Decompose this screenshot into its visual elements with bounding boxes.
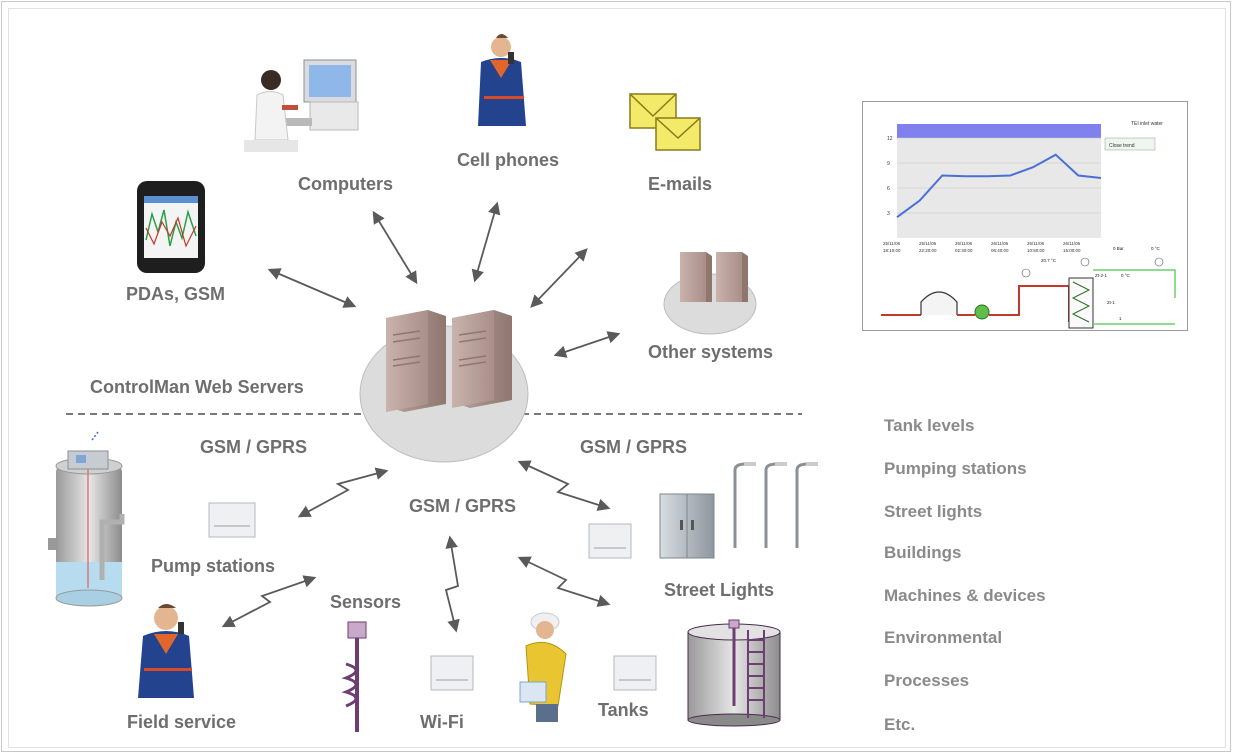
trend-x-tick-time: 18:10:00	[883, 248, 901, 253]
pump-station-box-icon	[208, 502, 256, 538]
schematic-label: Zt-2-1	[1095, 273, 1107, 278]
trend-title: TEI inlet water	[1131, 121, 1163, 127]
trend-y-tick-label: 3	[887, 211, 890, 217]
application-item: Street lights	[884, 502, 983, 521]
application-item: Etc.	[884, 715, 916, 734]
arrow-pdas	[267, 268, 357, 308]
arrow-other-systems	[553, 331, 621, 358]
application-item: Machines & devices	[884, 586, 1046, 605]
application-item: Processes	[884, 671, 970, 690]
trend-x-tick-date: 26/11/06	[1063, 241, 1081, 246]
trend-window: 12 9 6 3 25/11/06 18:10:00 25/11/06 22:20:00 26…	[862, 101, 1188, 331]
label-computers: Computers	[298, 174, 394, 194]
label-field-service: Field service	[127, 712, 237, 732]
schematic-label: 0 °C	[1121, 273, 1131, 278]
trend-chart: 12 9 6 3 25/11/06 18:10:00 25/11/06 22:20:00 26…	[881, 121, 1176, 329]
schematic-label: 2t-1	[1107, 300, 1115, 305]
label-pump-stations: Pump stations	[151, 556, 276, 576]
label-gsm-left: GSM / GPRS	[200, 437, 308, 457]
arrow-cell-phones	[471, 201, 501, 283]
close-trend-label[interactable]: Close trend	[1109, 143, 1135, 149]
close-trend-button[interactable]	[1104, 137, 1156, 151]
process-schematic: 0 Bar 0 °C 0 °C 20.7 °C Zt-2-1 2t-1 1	[881, 246, 1176, 329]
trend-x-tick-time: 22:20:00	[919, 248, 937, 253]
application-item: Buildings	[884, 543, 962, 562]
trend-x-tick-time: 02:30:00	[955, 248, 973, 253]
arrow-field-service	[221, 575, 317, 628]
arrow-street-lights	[517, 460, 611, 511]
trend-y-tick-label: 9	[887, 161, 890, 167]
arrow-computers	[372, 210, 418, 285]
street-light-poles-icon	[733, 462, 818, 548]
trend-x-tick-time: 10:50:00	[1027, 248, 1045, 253]
trend-x-tick-date: 25/11/06	[919, 241, 937, 246]
trend-x-ticks: 25/11/06 18:10:00 25/11/06 22:20:00 26/11/06…	[883, 241, 1081, 253]
arrow-pump-stations	[297, 467, 389, 518]
computer-user-icon	[244, 59, 359, 152]
trend-x-tick-date: 26/11/06	[1027, 241, 1045, 246]
pda-icon	[137, 181, 205, 273]
trend-y-ticks: 12 9 6 3	[887, 136, 893, 217]
trend-x-tick-date: 26/11/06	[991, 241, 1009, 246]
schematic-label: 0 °C	[1151, 246, 1161, 251]
email-icon	[629, 93, 701, 151]
server-icon	[386, 310, 512, 412]
inner-frame	[8, 8, 1226, 748]
label-cell-phones: Cell phones	[457, 150, 560, 170]
label-web-servers: ControlMan Web Servers	[90, 377, 304, 397]
schematic-label: 0 Bar	[1113, 246, 1124, 251]
label-pdas: PDAs, GSM	[126, 284, 226, 304]
sensor-probe-icon	[341, 621, 367, 732]
meter-reader-worker-icon	[519, 612, 567, 722]
label-other-systems: Other systems	[648, 342, 774, 362]
arrow-emails	[530, 248, 588, 308]
label-emails: E-mails	[648, 174, 713, 194]
trend-series-line	[896, 153, 1102, 219]
label-wifi: Wi-Fi	[420, 712, 464, 732]
cell-phone-user-icon	[478, 34, 526, 126]
arrow-wifi	[444, 535, 460, 633]
other-servers-icon	[680, 252, 748, 302]
tanks-box-icon	[613, 655, 657, 691]
application-item: Environmental	[884, 628, 1003, 647]
level-sensor-tank-icon	[48, 431, 125, 607]
label-street-lights: Street Lights	[664, 580, 775, 600]
electrical-cabinet-icon	[659, 493, 715, 559]
label-gsm-center: GSM / GPRS	[409, 496, 517, 516]
wifi-box-icon	[430, 655, 474, 691]
trend-x-tick-date: 25/11/06	[883, 241, 901, 246]
trend-y-tick-label: 6	[887, 186, 890, 192]
arrow-tanks	[517, 556, 611, 607]
trend-x-tick-date: 26/11/06	[955, 241, 973, 246]
street-lights-box-icon	[588, 523, 632, 559]
field-service-technician-icon	[138, 604, 194, 698]
application-item: Tank levels	[884, 416, 975, 435]
label-sensors: Sensors	[330, 592, 402, 612]
storage-tank-icon	[687, 619, 781, 727]
trend-header-band	[897, 124, 1101, 138]
trend-x-tick-time: 06:40:00	[991, 248, 1009, 253]
schematic-label: 1	[1119, 316, 1122, 321]
label-tanks: Tanks	[598, 700, 649, 720]
application-item: Pumping stations	[884, 459, 1027, 478]
label-gsm-right: GSM / GPRS	[580, 437, 688, 457]
schematic-label: 20.7 °C	[1041, 258, 1057, 263]
trend-y-tick-label: 12	[887, 136, 893, 142]
trend-x-tick-time: 15:00:00	[1063, 248, 1081, 253]
